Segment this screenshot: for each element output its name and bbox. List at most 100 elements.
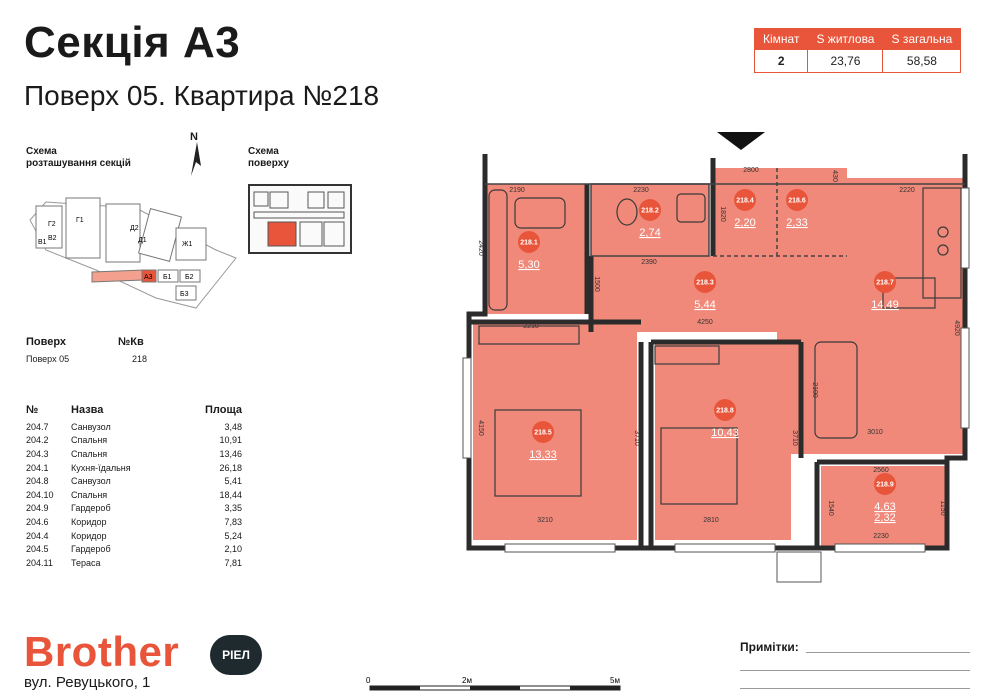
room-area-label: 14,49 bbox=[871, 299, 899, 311]
room-badge-label: 218.4 bbox=[736, 198, 754, 205]
room-name: Гардероб bbox=[71, 544, 111, 555]
notes-line bbox=[806, 652, 970, 653]
dimension-label: 1150 bbox=[939, 500, 946, 515]
scale-label-5m: 5м bbox=[610, 676, 620, 685]
summary-header-total: S загальна bbox=[882, 28, 962, 50]
room-badge-circle bbox=[694, 271, 716, 293]
dimension-label: 2420 bbox=[477, 240, 484, 256]
dimension-label: 3710 bbox=[633, 430, 640, 446]
window bbox=[834, 543, 926, 553]
window bbox=[504, 543, 616, 553]
room-name: Санвузол bbox=[71, 476, 111, 487]
scale-label-2m: 2м bbox=[462, 676, 472, 685]
apartment-value: 218 bbox=[132, 354, 148, 364]
window bbox=[960, 327, 970, 429]
room-name: Гардероб bbox=[71, 503, 111, 514]
rooms-col-name: Назва bbox=[71, 404, 104, 416]
room-number: 204.4 bbox=[26, 530, 49, 541]
entrance-arrow-icon bbox=[717, 132, 765, 150]
dimension-label: 2390 bbox=[641, 259, 657, 266]
room-area-label: 5,30 bbox=[518, 259, 539, 271]
sofa-icon bbox=[814, 341, 858, 439]
sections-site-map: Г2 Г1 В1 В2 Д1 Д2 Ж1 А3 Б1 Б2 Б3 bbox=[29, 197, 237, 309]
room-number: 204.1 bbox=[26, 462, 49, 473]
room-area-label: 10,43 bbox=[711, 427, 739, 439]
room-area: 5,41 bbox=[224, 476, 242, 487]
room-area: 2,10 bbox=[224, 544, 242, 555]
room-name: Спальня bbox=[71, 489, 108, 500]
kitchen-counter-icon bbox=[922, 187, 962, 299]
window bbox=[462, 357, 472, 459]
section-tag: Д1 bbox=[138, 237, 147, 244]
brand-logo: Brother bbox=[24, 628, 180, 675]
section-tag: Д2 bbox=[130, 225, 139, 232]
section-tag: Г2 bbox=[48, 221, 56, 228]
room-area-label: 4,63 bbox=[874, 501, 895, 513]
floor-value: Поверх 05 bbox=[26, 354, 70, 364]
dimension-label: 1500 bbox=[593, 276, 600, 292]
dimension-label: 2230 bbox=[873, 533, 889, 540]
room-badge-circle bbox=[874, 271, 896, 293]
north-label: N bbox=[190, 131, 198, 143]
room-name: Коридор bbox=[71, 530, 107, 541]
summary-header-rooms: Кімнат bbox=[753, 28, 809, 50]
scale-label-0: 0 bbox=[366, 676, 371, 685]
rooms-col-number: № bbox=[26, 404, 39, 416]
room-area-label: 2,74 bbox=[639, 227, 660, 239]
room-badge-label: 218.3 bbox=[696, 280, 714, 287]
sink-icon bbox=[514, 197, 566, 229]
bed-icon bbox=[494, 409, 582, 497]
section-tag: Б1 bbox=[163, 274, 172, 281]
section-tag: Б3 bbox=[180, 291, 189, 298]
scale-bar-segment bbox=[370, 686, 420, 690]
room-area: 26,18 bbox=[219, 462, 242, 473]
summary-total-value: 58,58 bbox=[882, 49, 962, 73]
rooms-col-area: Площа bbox=[204, 404, 242, 416]
stove-burner-icon bbox=[937, 226, 949, 238]
room-name: Санвузол bbox=[71, 421, 111, 432]
room-area-label: 13,33 bbox=[529, 449, 557, 461]
room-number: 204.9 bbox=[26, 503, 49, 514]
dimension-label: 1820 bbox=[719, 206, 726, 222]
room-badge-label: 218.7 bbox=[876, 280, 894, 287]
page-subtitle: Поверх 05. Квартира №218 bbox=[24, 80, 380, 111]
furniture bbox=[478, 187, 962, 505]
bathtub-icon bbox=[488, 189, 508, 311]
room-name: Спальня bbox=[71, 435, 108, 446]
page-title: Секція А3 bbox=[24, 18, 241, 67]
scale-bar-segment bbox=[570, 686, 620, 690]
room-218-5-fill bbox=[473, 320, 637, 540]
apartment-floor-plan: 218.15,30218.22,74218.42,20218.62,33218.… bbox=[462, 132, 970, 583]
room-area: 10,91 bbox=[219, 435, 242, 446]
floor-scheme-label-line1: Схема bbox=[248, 146, 279, 157]
floor-mini-plan-drawing bbox=[253, 191, 345, 247]
toilet-icon bbox=[616, 198, 638, 226]
room-badge-circle bbox=[714, 399, 736, 421]
floor-scheme-label-line2: поверху bbox=[248, 158, 289, 169]
room-badge-circle bbox=[532, 421, 554, 443]
dimension-label: 2230 bbox=[633, 187, 649, 194]
room-number: 204.11 bbox=[26, 557, 53, 568]
room-218-7-fill bbox=[777, 178, 963, 454]
dimension-label: 430 bbox=[831, 170, 838, 182]
dimension-label: 2220 bbox=[899, 187, 915, 194]
dimension-label: 2810 bbox=[703, 517, 719, 524]
stove-burner-icon bbox=[937, 244, 949, 256]
sections-scheme-label: Схема розташування секцій bbox=[26, 146, 131, 170]
summary-living-value: 23,76 bbox=[807, 49, 884, 73]
bed-icon bbox=[660, 427, 738, 505]
rooms-table-header: № Назва Площа bbox=[26, 404, 242, 416]
notes-line bbox=[740, 670, 970, 671]
dimension-label: 2800 bbox=[743, 167, 759, 174]
floor-label: Поверх bbox=[26, 336, 67, 348]
summary-table: Кімнат S житлова S загальна 2 23,76 58,5… bbox=[753, 28, 962, 73]
dimension-label: 2560 bbox=[873, 467, 889, 474]
floor-mini-plan bbox=[248, 184, 352, 254]
room-number: 204.3 bbox=[26, 448, 49, 459]
room-number: 204.6 bbox=[26, 516, 49, 527]
